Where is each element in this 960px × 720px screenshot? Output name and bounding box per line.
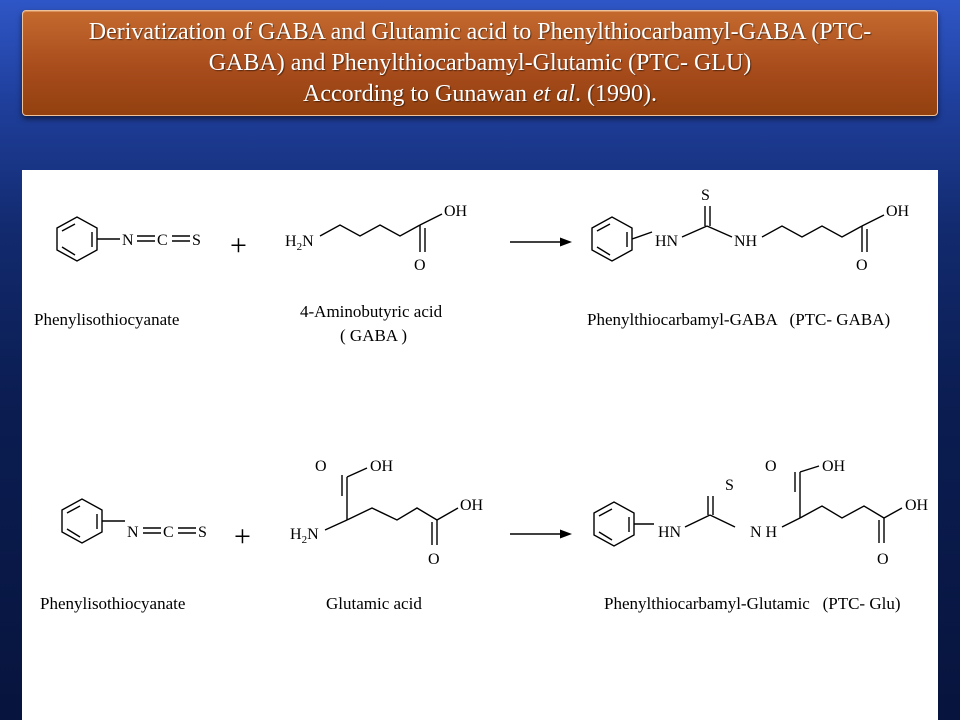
citation-et-al: et al — [532, 81, 575, 107]
atom-o: O — [315, 458, 327, 475]
atom-o: O — [765, 458, 777, 475]
title-line-2: GABA) and Phenylthiocarbamyl-Glutamic (P… — [208, 50, 752, 76]
ptc-glu-structure: HN S N H O OH O OH — [593, 458, 929, 568]
atom-h2n: H2N — [285, 233, 314, 253]
citation-year: . (1990). — [574, 81, 657, 107]
atom-h2n: H2N — [290, 526, 319, 546]
atom-o: O — [428, 551, 440, 568]
atom-nh: NH — [734, 233, 758, 250]
benzene-ring — [61, 498, 103, 544]
atom-o: O — [877, 551, 889, 568]
reactant-label-gaba: 4-Aminobutyric acid — [300, 302, 443, 321]
reactant-label-gaba-abbr: ( GABA ) — [340, 326, 408, 345]
glutamic-acid-structure: O OH H2N O OH — [290, 458, 484, 568]
atom-hn: HN — [655, 233, 679, 250]
citation-text: According to Gunawan — [303, 81, 533, 107]
atom-s: S — [192, 232, 201, 249]
gaba-reaction-diagram: N C S + H2N O OH HN S — [56, 187, 929, 568]
reactant-label-phenylisothiocyanate: Phenylisothiocyanate — [34, 310, 180, 329]
reaction-panel: N C S + H2N O OH HN S — [22, 170, 938, 720]
atom-oh: OH — [822, 458, 846, 475]
atom-c: C — [157, 232, 168, 249]
ptc-gaba-structure: HN S NH O OH — [591, 187, 910, 274]
reactant-label-glutamic-acid: Glutamic acid — [326, 594, 422, 613]
atom-oh: OH — [460, 497, 484, 514]
atom-s: S — [725, 477, 734, 494]
reaction-arrow — [560, 529, 572, 539]
atom-n: N — [122, 232, 134, 249]
atom-o: O — [856, 257, 868, 274]
title-banner: Derivatization of GABA and Glutamic acid… — [22, 10, 938, 116]
atom-s: S — [198, 524, 207, 541]
atom-oh: OH — [370, 458, 394, 475]
plus-sign: + — [230, 229, 247, 262]
gaba-structure: H2N O OH — [285, 203, 468, 274]
plus-sign: + — [234, 520, 251, 553]
atom-oh: OH — [444, 203, 468, 220]
reactant-label-phenylisothiocyanate: Phenylisothiocyanate — [40, 594, 186, 613]
atom-oh: OH — [886, 203, 910, 220]
atom-oh: OH — [905, 497, 929, 514]
product-label-ptc-glu: Phenylthiocarbamyl-Glutamic (PTC- Glu) — [604, 594, 901, 613]
atom-nh: N H — [750, 524, 778, 541]
title-line-3: According to Gunawan et al. (1990). — [23, 79, 937, 110]
benzene-ring — [56, 216, 98, 262]
atom-s: S — [701, 187, 710, 204]
title-line-1: Derivatization of GABA and Glutamic acid… — [88, 19, 872, 45]
reaction-arrow — [560, 237, 572, 247]
product-label-ptc-gaba: Phenylthiocarbamyl-GABA (PTC- GABA) — [587, 310, 891, 329]
atom-hn: HN — [658, 524, 682, 541]
atom-c: C — [163, 524, 174, 541]
atom-o: O — [414, 257, 426, 274]
atom-n: N — [127, 524, 139, 541]
